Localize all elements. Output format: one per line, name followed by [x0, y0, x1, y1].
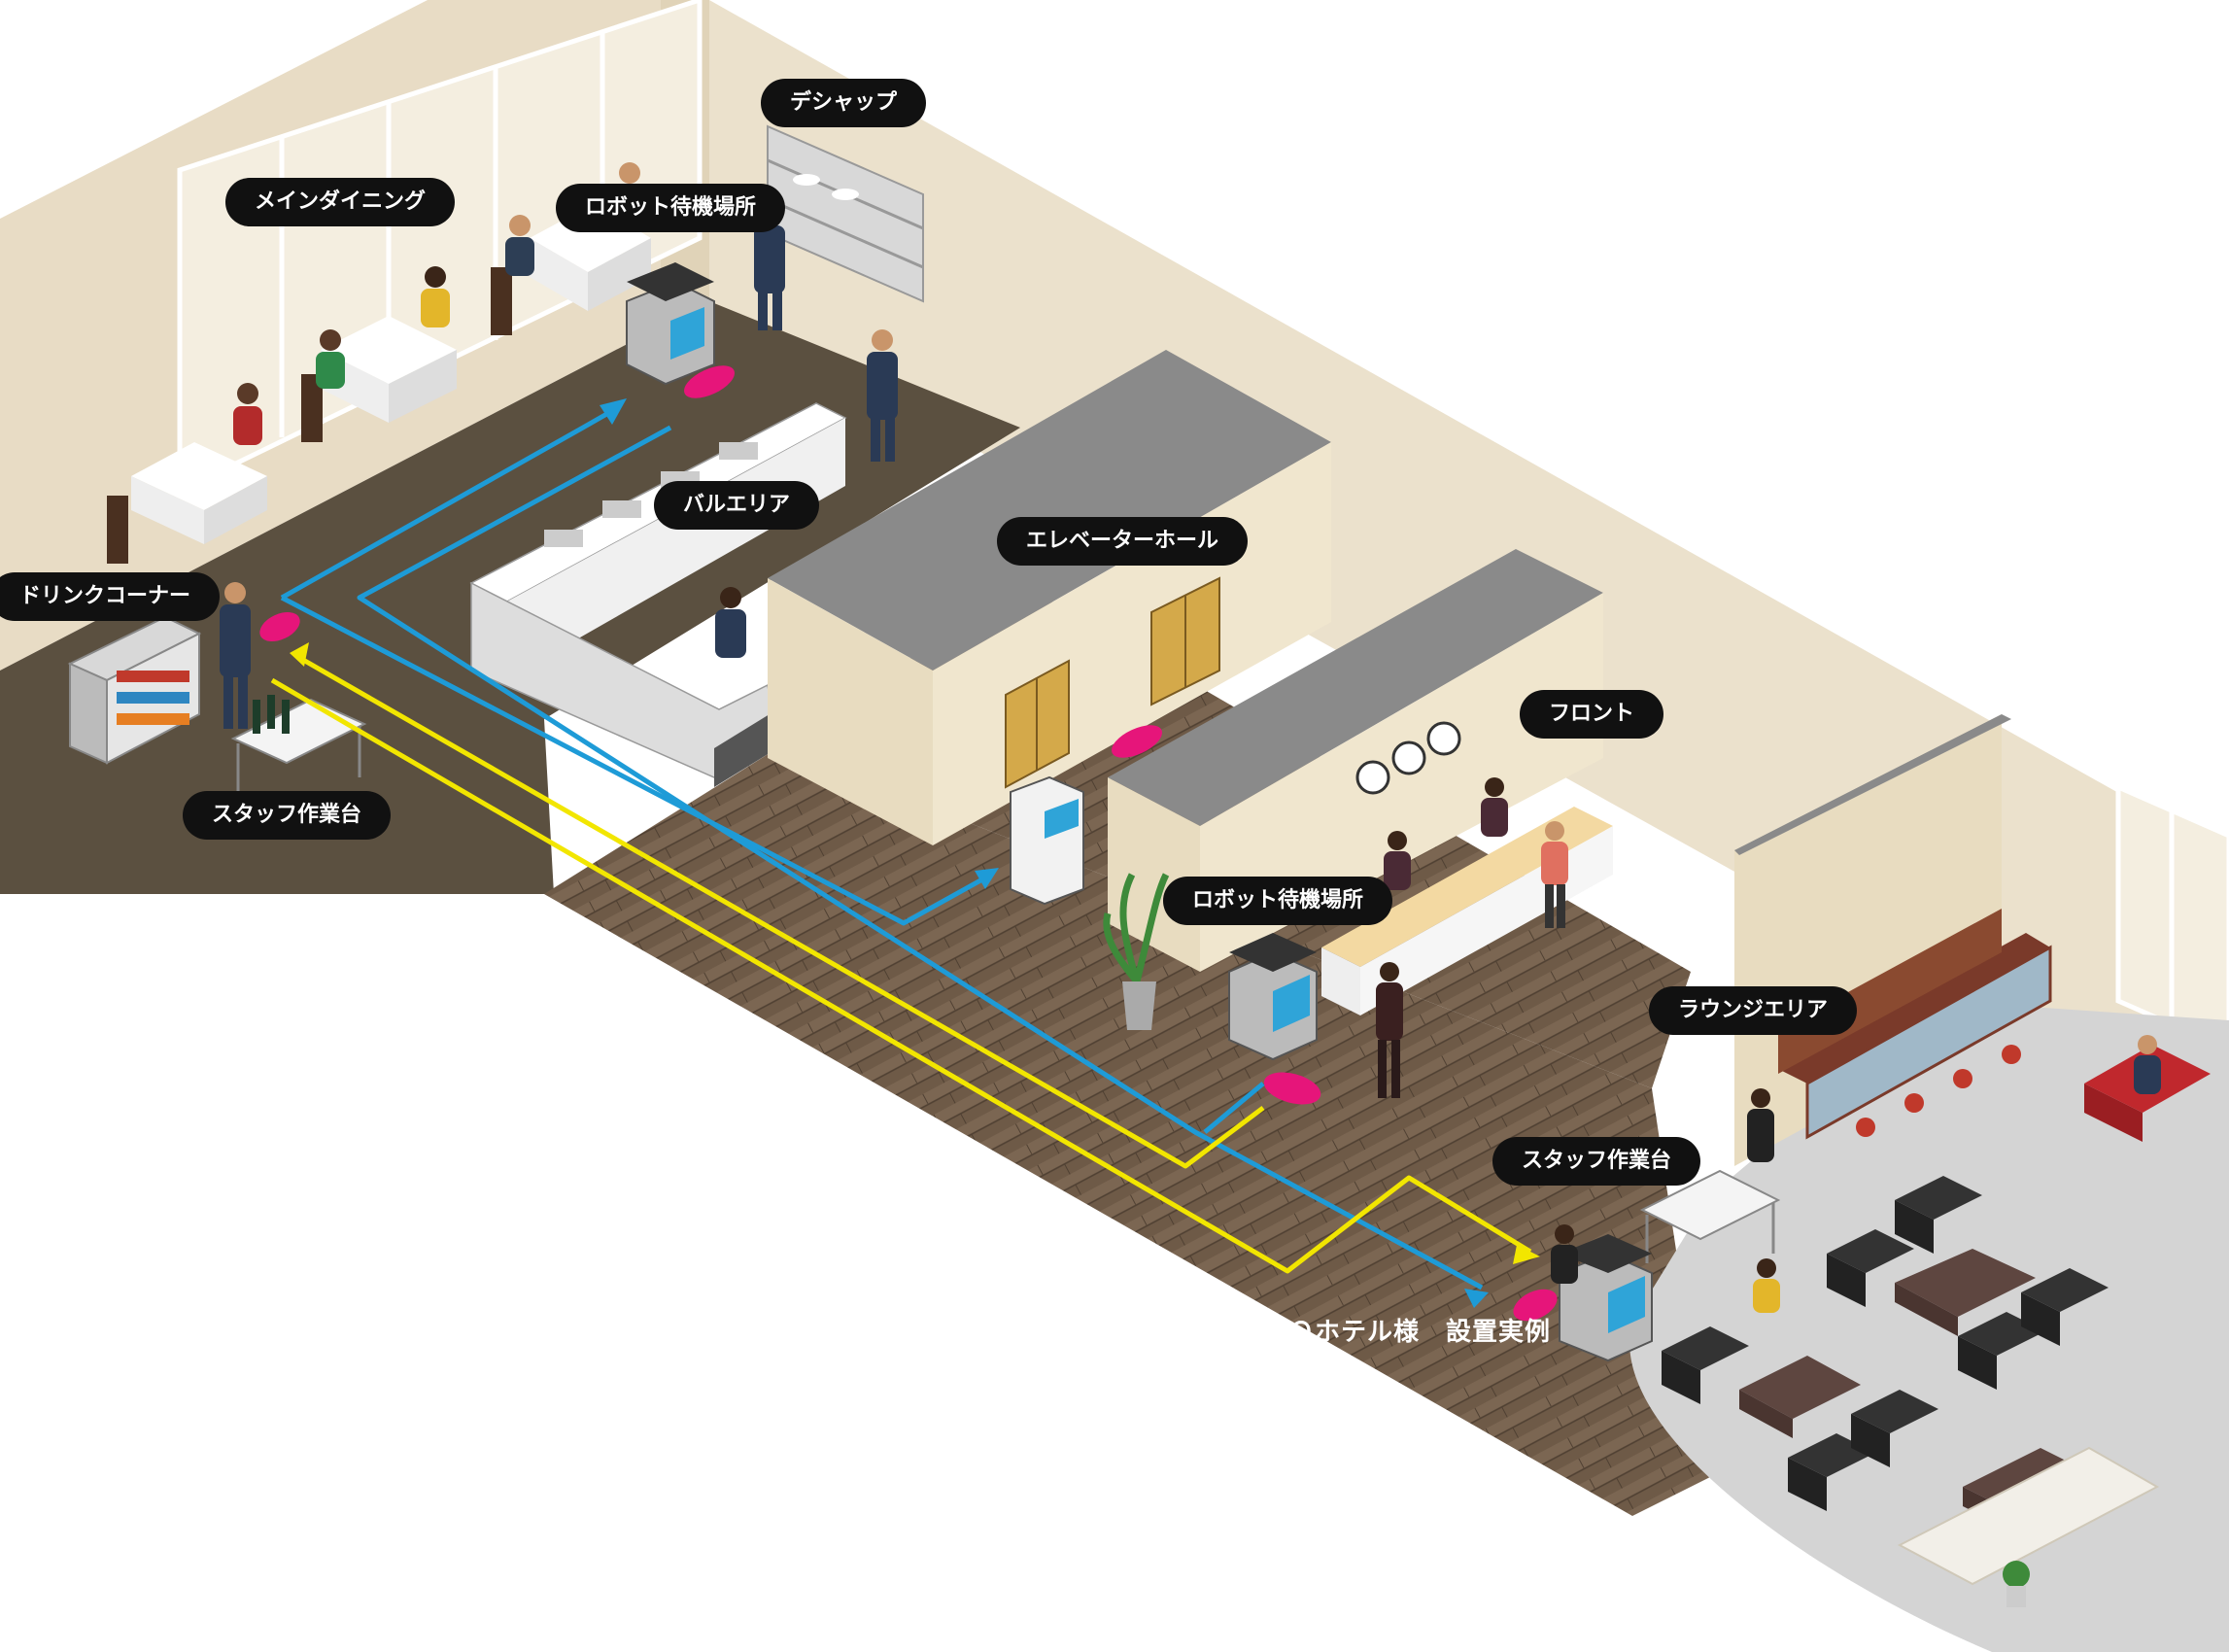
- clock-icon: [1391, 740, 1426, 775]
- robot-icon: [1010, 775, 1084, 906]
- route-lines: [270, 405, 1532, 1291]
- person-icon: [715, 587, 746, 658]
- robot-icon: [1228, 933, 1318, 1061]
- drink-fridge: [67, 615, 202, 765]
- route-blue-3: [280, 595, 993, 926]
- person-icon: [1481, 777, 1508, 837]
- route-arrowheads: [290, 398, 1540, 1308]
- person-icon: [316, 329, 345, 389]
- person-icon: [505, 215, 534, 276]
- route-blue-4: [1203, 1082, 1265, 1134]
- elevator-hall-block: [768, 350, 1331, 845]
- front-people: [1376, 777, 1568, 1098]
- route-yellow-2: [270, 677, 1532, 1274]
- sofa-icon: [1662, 1326, 1749, 1404]
- person-icon: [2134, 1035, 2161, 1094]
- person-icon: [867, 329, 898, 462]
- person-icon: [1753, 1258, 1780, 1313]
- sofa-icon: [1827, 1229, 1914, 1307]
- robot-icon: [626, 262, 715, 386]
- staff-table-2: [1639, 1169, 1781, 1263]
- table-icon: [1739, 1356, 1861, 1438]
- caption: Ｏホテル様 設置実例: [1288, 1318, 1552, 1347]
- person-icon: [421, 266, 450, 327]
- plant-icon: [1103, 873, 1170, 1030]
- clock-icon: [1426, 721, 1461, 756]
- label-elevator-hall: エレベーターホール: [996, 517, 1249, 566]
- elevator-door-icon: [1005, 659, 1070, 789]
- person-icon: [1384, 831, 1411, 890]
- arrow-blue-1: [600, 398, 627, 425]
- robot-icon: [1559, 1234, 1653, 1362]
- label-staff-table-dining: スタッフ作業台: [182, 791, 392, 840]
- label-front: フロント: [1519, 690, 1664, 739]
- label-lounge-area: ラウンジエリア: [1648, 986, 1858, 1035]
- person-icon: [220, 582, 251, 729]
- label-main-dining: メインダイニング: [224, 178, 456, 226]
- table-icon: [131, 442, 267, 544]
- table-icon: [1895, 1249, 2036, 1336]
- waiters: [220, 203, 898, 729]
- sofa-icon: [2021, 1268, 2109, 1346]
- label-buffet-area: バルエリア: [653, 481, 820, 530]
- route-blue-2: [357, 425, 1484, 1291]
- person-icon: [1747, 1088, 1774, 1162]
- arrow-yellow-1: [290, 642, 309, 667]
- label-robot-standby-dining: ロボット待機場所: [555, 184, 786, 232]
- clock-icon: [1355, 760, 1390, 795]
- arrow-blue-2: [975, 868, 999, 889]
- sofa-icon: [1895, 1176, 1982, 1254]
- person-icon: [1376, 962, 1403, 1098]
- route-yellow-1: [294, 653, 1265, 1169]
- person-icon: [1541, 821, 1568, 928]
- dishup-shelf: [767, 124, 924, 303]
- label-drink-corner: ドリンクコーナー: [0, 572, 221, 621]
- windows-right: [2115, 783, 2229, 1052]
- person-icon: [233, 383, 262, 445]
- plant-icon: [2003, 1561, 2030, 1607]
- label-staff-table-lounge: スタッフ作業台: [1492, 1137, 1701, 1186]
- sofa-icon: [1897, 1446, 2160, 1586]
- lounge-bar: [1778, 909, 2052, 1140]
- lounge-furniture: [1662, 1035, 2211, 1607]
- label-robot-standby-front: ロボット待機場所: [1162, 877, 1393, 925]
- elevator-door-icon: [1150, 576, 1220, 706]
- person-icon: [1551, 1224, 1578, 1284]
- sofa-icon: [1851, 1390, 1938, 1467]
- label-dishup: デシャップ: [760, 79, 927, 127]
- pink-markers: [259, 365, 1558, 1322]
- arrow-yellow-2: [1513, 1245, 1540, 1264]
- arrow-blue-3: [1464, 1289, 1489, 1308]
